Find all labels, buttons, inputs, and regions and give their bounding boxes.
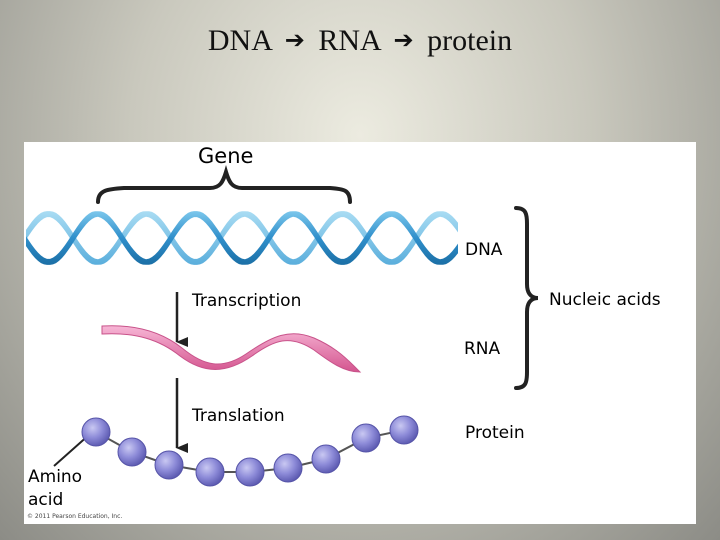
dna-label: DNA [465, 240, 503, 260]
gene-brace [96, 165, 352, 204]
amino-acid-bead [195, 457, 225, 487]
amino-acid-bead [389, 415, 419, 445]
amino-acid-bead [235, 457, 265, 487]
slide-title: DNA ➔ RNA ➔ protein [0, 24, 720, 58]
amino-acid-bead [117, 437, 147, 467]
rna-strand [101, 325, 362, 373]
rna-label: RNA [464, 339, 501, 359]
nucleic-acids-bracket [514, 206, 539, 390]
amino-acid-label-line1: Amino [28, 467, 83, 487]
right-arrow-icon: ➔ [393, 26, 414, 54]
amino-acid-label: Amino acid [28, 466, 82, 512]
central-dogma-diagram [26, 165, 539, 487]
polypeptide-chain [81, 415, 419, 487]
amino-acid-bead [273, 453, 303, 483]
amino-acid-bead [154, 450, 184, 480]
title-rna: RNA [318, 24, 381, 57]
transcription-label: Transcription [192, 291, 302, 311]
nucleic-acids-label: Nucleic acids [549, 290, 661, 310]
dna-strand-back [26, 211, 458, 265]
diagram-panel: Gene DNA Nucleic acids Transcription RNA… [24, 142, 696, 524]
gene-label: Gene [198, 144, 254, 168]
right-arrow-icon: ➔ [284, 26, 305, 54]
title-dna: DNA [207, 24, 272, 57]
amino-acid-label-line2: acid [28, 490, 64, 510]
title-protein: protein [427, 24, 513, 57]
amino-acid-bead [81, 417, 111, 447]
amino-acid-bead [351, 423, 381, 453]
dna-strand-front [26, 211, 458, 265]
protein-label: Protein [465, 423, 525, 443]
copyright-notice: © 2011 Pearson Education, Inc. [27, 513, 123, 520]
translation-label: Translation [192, 406, 285, 426]
amino-acid-bead [311, 444, 341, 474]
dna-helix [26, 211, 458, 265]
